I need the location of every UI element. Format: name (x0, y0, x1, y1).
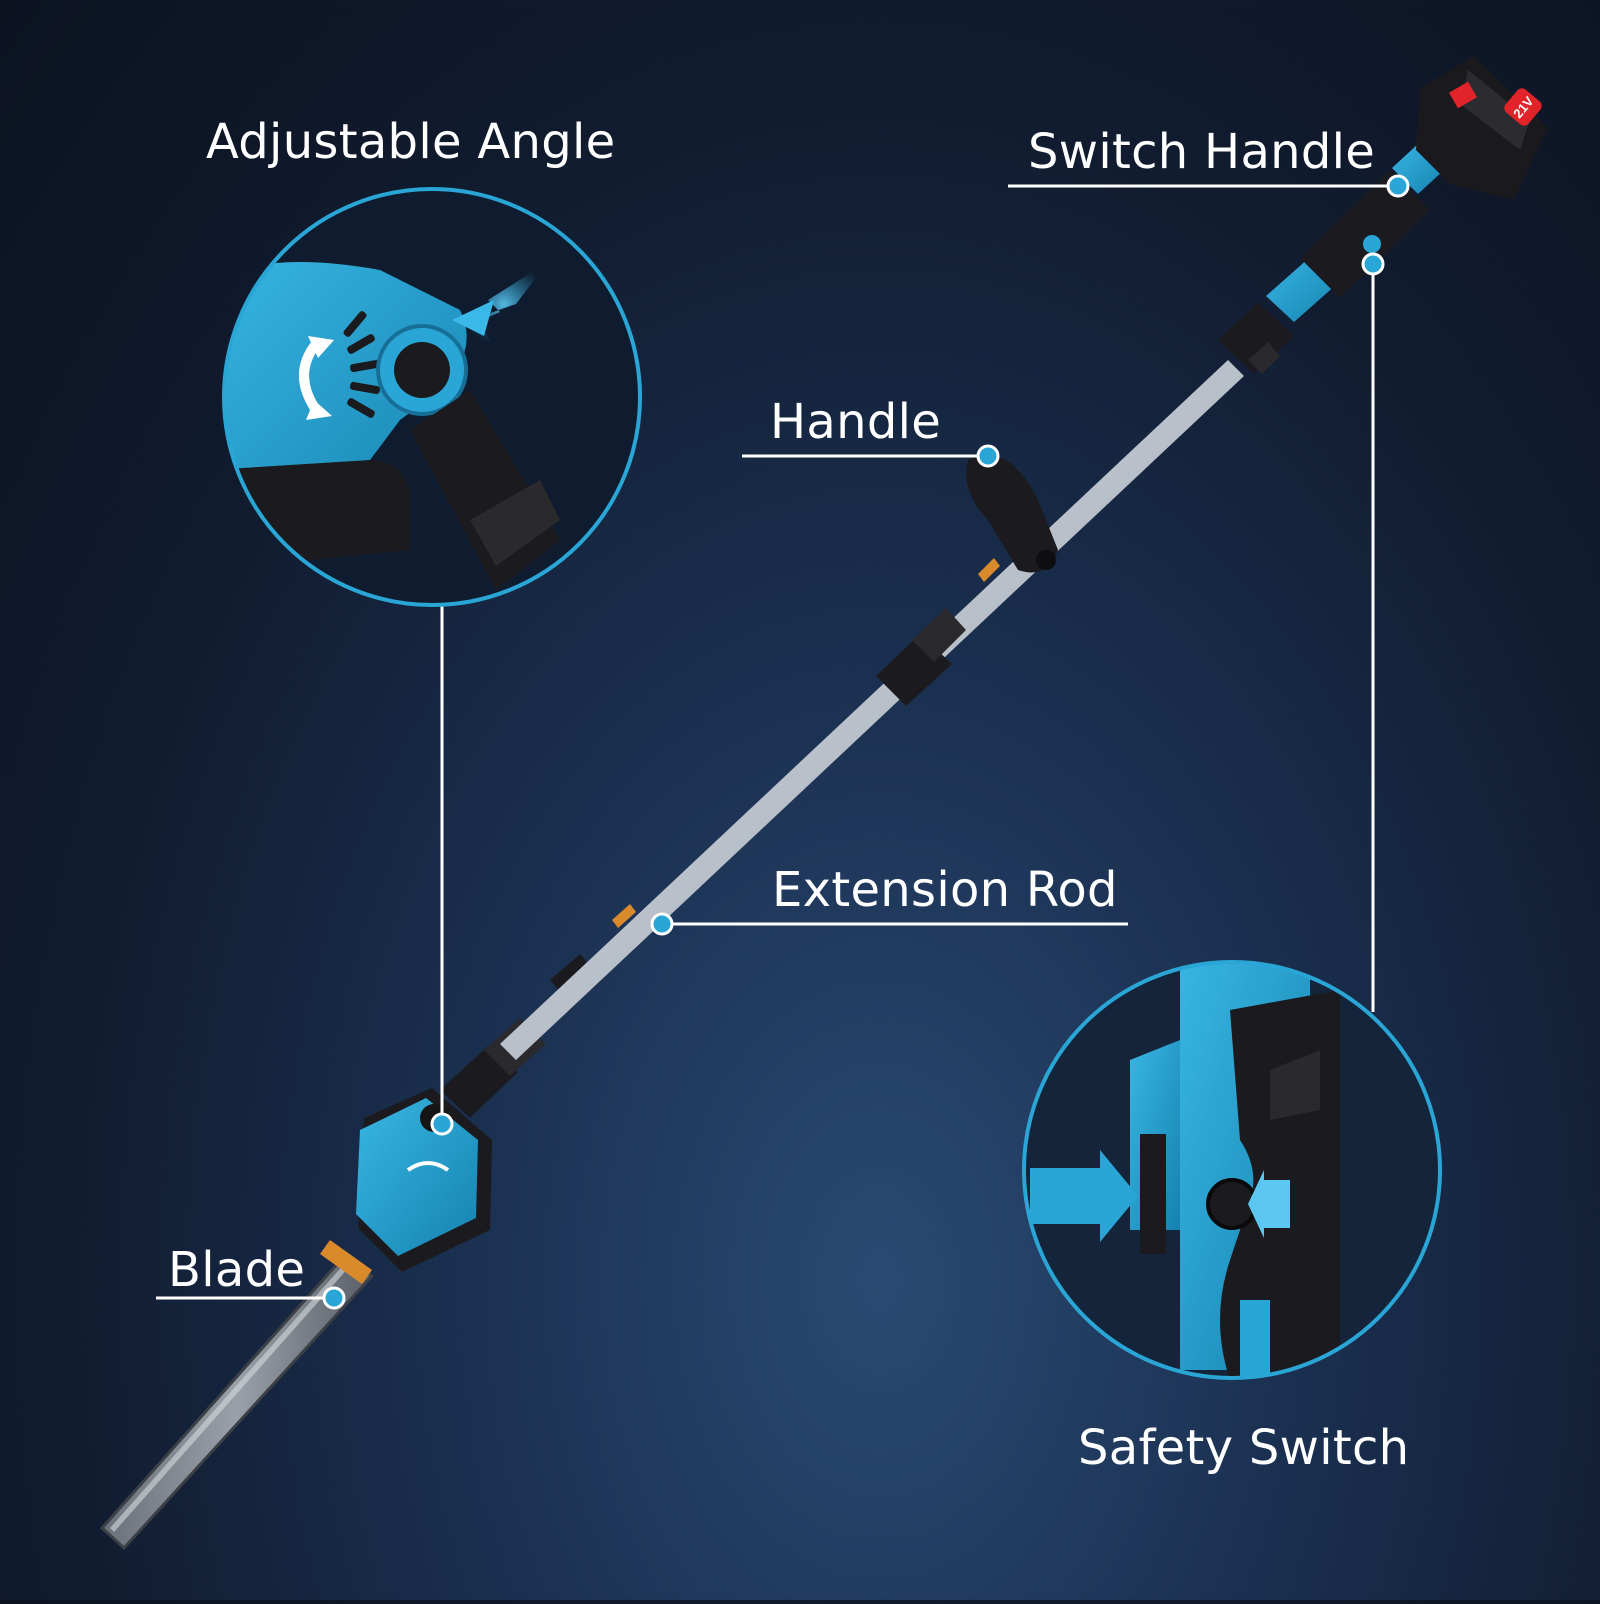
motor-head (356, 1088, 492, 1272)
hedge-trimmer (99, 56, 1548, 1551)
label-blade: Blade (168, 1242, 306, 1298)
label-handle: Handle (770, 394, 942, 450)
extension-rod (500, 360, 1244, 1060)
callout-lines (156, 184, 1398, 1300)
adjustable-angle-ring (222, 187, 642, 607)
handle-dot (976, 444, 1000, 468)
adjustable-angle-detail (222, 187, 642, 607)
callout-dots (322, 174, 1410, 1310)
loop-handle (966, 455, 1058, 573)
battery-pack (1416, 56, 1548, 200)
extension-rod-dot (650, 912, 674, 936)
blade (99, 1240, 375, 1551)
blade-dot (322, 1286, 346, 1310)
rod-coupler-upper (1218, 302, 1294, 374)
switch-handle-body (1266, 144, 1444, 322)
safety-switch-detail (1022, 960, 1442, 1380)
switch-handle-dot (1386, 174, 1410, 198)
safety-switch-ring (1022, 960, 1442, 1380)
label-safety-switch: Safety Switch (1078, 1420, 1410, 1476)
rod-coupler-mid (876, 608, 966, 706)
label-adjustable-angle: Adjustable Angle (206, 114, 616, 170)
label-switch-handle: Switch Handle (1028, 124, 1376, 180)
adjustable-angle-dot (430, 1112, 454, 1136)
label-extension-rod: Extension Rod (772, 862, 1118, 918)
safety-switch-dot (1361, 252, 1385, 276)
